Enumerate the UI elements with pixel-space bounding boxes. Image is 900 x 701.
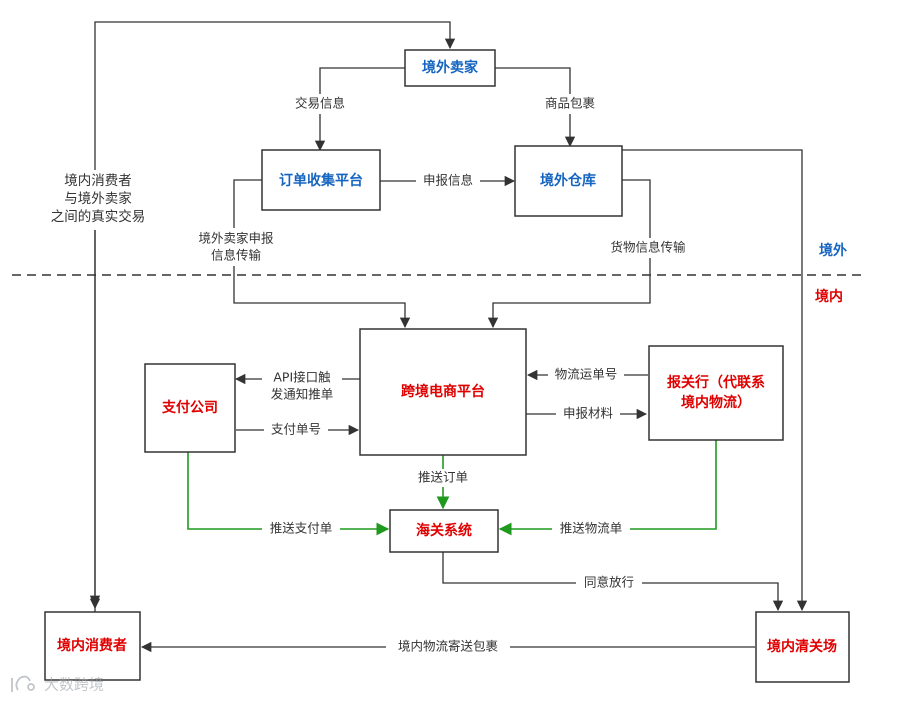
edge-label-trade-info: 交易信息 — [295, 96, 345, 111]
edge-label-push-logistics: 推送物流单 — [560, 521, 623, 536]
edge-push-payment — [187, 452, 390, 536]
edge-seller-declare — [233, 179, 411, 329]
node-order-platform — [261, 149, 381, 211]
node-payment-company-label: 支付公司 — [161, 399, 218, 416]
watermark-text: 大数跨境 — [44, 676, 104, 694]
node-overseas-warehouse — [514, 145, 623, 217]
edge-label-api-notify: API接口触发通知推单 — [271, 369, 334, 401]
edge-label-payment-no: 支付单号 — [271, 422, 321, 437]
edge-label-declare-info: 申报信息 — [423, 173, 473, 188]
edge-label-push-payment: 推送支付单 — [270, 521, 333, 536]
watermark-logo-icon — [11, 675, 35, 692]
node-domestic-clearance-label: 境内清关场 — [767, 638, 837, 655]
edge-trade-info — [314, 67, 405, 152]
node-cbec-platform-label: 跨境电商平台 — [401, 383, 485, 400]
edge-label-seller-declare: 境外卖家申报信息传输 — [198, 230, 274, 262]
edge-goods-parcel — [495, 67, 576, 148]
node-customs-broker-label: 报关行（代联系境内物流） — [667, 374, 765, 411]
edge-goods-info — [487, 179, 651, 329]
region-outside-label: 境外 — [819, 242, 847, 259]
edge-label-domestic-delivery: 境内物流寄送包裹 — [398, 639, 499, 654]
node-customs-system — [389, 509, 499, 553]
node-domestic-consumer-label: 境内消费者 — [57, 637, 127, 654]
edge-label-approve-release: 同意放行 — [584, 575, 634, 590]
node-domestic-consumer — [44, 611, 141, 681]
edge-warehouse-to-clearance — [622, 149, 808, 612]
edge-label-logistics-no: 物流运单号 — [555, 367, 618, 382]
region-inside-label: 境内 — [815, 288, 843, 305]
edge-label-declare-material: 申报材料 — [563, 406, 614, 421]
edge-label-real-trade: 境内消费者与境外卖家之间的真实交易 — [51, 173, 146, 225]
node-overseas-warehouse-label: 境外仓库 — [540, 172, 596, 189]
node-payment-company — [144, 363, 236, 453]
node-overseas-seller — [404, 49, 496, 87]
node-customs-system-label: 海关系统 — [416, 522, 472, 539]
edge-label-push-order: 推送订单 — [418, 470, 468, 485]
node-domestic-clearance — [755, 611, 850, 683]
node-overseas-seller-label: 境外卖家 — [422, 59, 479, 76]
node-customs-broker — [648, 345, 784, 441]
edge-push-logistics — [498, 440, 717, 536]
node-order-platform-label: 订单收集平台 — [279, 172, 363, 189]
edge-label-goods-info: 货物信息传输 — [610, 240, 686, 255]
node-cbec-platform — [359, 328, 527, 456]
edge-label-goods-parcel: 商品包裹 — [545, 96, 596, 111]
